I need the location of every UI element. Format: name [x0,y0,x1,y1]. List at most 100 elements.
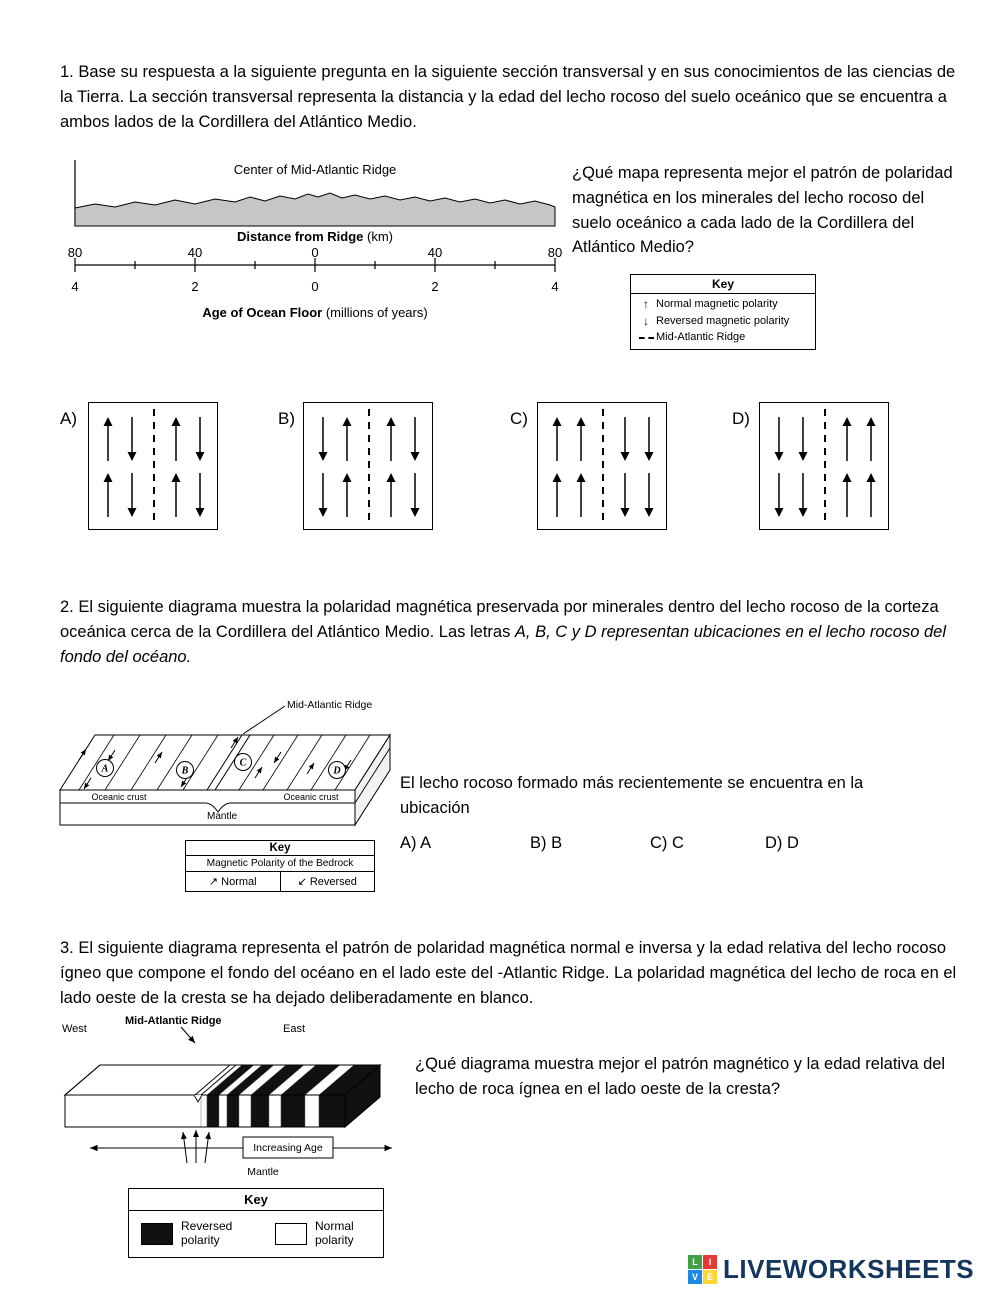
ridge-pointer-arrow [180,1026,196,1044]
rift-notch [193,1094,203,1103]
key-item-ridge: Mid-Atlantic Ridge [631,329,815,346]
rift-line-east [200,1064,237,1096]
west-label: West [62,1023,87,1035]
mantle-upwelling-arrows [180,1130,212,1164]
question-3-prompt: ¿Qué diagrama muestra mejor el patrón ma… [415,1055,946,1098]
block-outlines [63,1064,382,1128]
oceanic-crust-left-label: Oceanic crust [91,792,147,802]
age-axis-label: Age of Ocean Floor (millions of years) [202,305,427,320]
right-side-face [354,733,391,827]
logo-square-l: L [688,1255,702,1269]
normal-label: Normal [221,876,257,888]
age-axis-unit: (millions of years) [322,305,427,320]
location-letter-d: D [332,766,340,777]
rift-line-west [194,1064,231,1096]
age-tick: 2 [431,279,438,294]
logo-grid-icon: L I V E [688,1255,717,1284]
ridge-label: Mid-Atlantic Ridge [287,699,372,711]
logo-square-i: I [703,1255,717,1269]
location-letter-a: A [101,764,109,775]
location-letters: A B C D [96,753,346,779]
reversed-polarity-arrow-icon: ↙ [297,876,307,888]
side-crust-boundary [354,747,391,804]
distance-tick: 40 [428,245,442,260]
key-item-label: Normal magnetic polarity [656,298,778,310]
dashed-line-icon [636,330,656,344]
cross-section-title: Center of Mid-Atlantic Ridge [234,162,397,177]
block-diagram-q3: West Mid-Atlantic Ridge East Increasing … [62,1015,392,1178]
key-item-label: Mid-Atlantic Ridge [656,331,746,343]
logo-square-v: V [688,1270,702,1284]
q2-option-a[interactable]: A) A [400,834,432,852]
distance-tick: 40 [188,245,202,260]
question-2-text: 2. El siguiente diagrama muestra la pola… [60,595,965,669]
question-1-prompt: ¿Qué mapa representa mejor el patrón de … [572,164,953,257]
q2-option-d[interactable]: D) D [765,834,799,852]
q2-key-subtitle: Magnetic Polarity of the Bedrock [186,856,374,872]
distance-axis-unit: (km) [363,229,393,244]
normal-polarity-arrow-icon: ↗ [208,876,219,888]
reversed-label: Reversed [309,876,357,888]
option-b-label[interactable]: B) [278,409,295,428]
option-a-map[interactable] [88,402,218,530]
logo-text: LIVEWORKSHEETS [723,1254,975,1284]
option-a-label[interactable]: A) [60,409,77,428]
scale-axis [74,258,556,272]
normal-polarity-label: Normal polarity [315,1219,354,1247]
oceanic-crust-right-label: Oceanic crust [283,792,339,802]
mantle-label: Mantle [207,811,237,822]
crust-mantle-boundary [60,802,355,813]
increasing-age-box [242,1136,334,1159]
cross-section-diagram: Center of Mid-Atlantic Ridge Distance fr… [68,160,562,320]
normal-polarity-swatch [275,1222,307,1245]
option-c-map[interactable] [537,402,667,530]
q2-option-b[interactable]: B) B [530,834,563,852]
age-tick: 0 [311,279,318,294]
distance-tick: 80 [548,245,562,260]
age-tick: 4 [551,279,558,294]
age-axis-label-bold: Age of Ocean Floor [202,305,322,320]
option-d-label[interactable]: D) [732,409,750,428]
q1-key-box: Key ↑ Normal magnetic polarity ↓ Reverse… [630,274,816,350]
q2-key-title: Key [186,841,374,856]
age-tick: 4 [71,279,78,294]
seafloor-profile [74,192,556,227]
q2-option-c[interactable]: C) C [650,834,684,852]
mantle-label: Mantle [247,1166,279,1178]
liveworksheets-logo: L I V E LIVEWORKSHEETS [688,1254,974,1285]
key-item-label: Reversed magnetic polarity [656,314,790,327]
q3-key-title: Key [129,1189,383,1211]
up-arrow-icon: ↑ [643,297,649,312]
ridge-leader-line [242,705,286,735]
logo-square-e: E [703,1270,717,1284]
option-b-map[interactable] [303,402,433,530]
distance-axis-label-bold: Distance from Ridge [237,229,363,244]
reversed-polarity-label: Reversed polarity [181,1219,233,1247]
question-2-text-normal: 2. El siguiente diagrama muestra la pola… [60,598,939,641]
reversed-polarity-swatch [141,1222,173,1245]
option-d-map[interactable] [759,402,889,530]
key-reversed: ↙ Reversed [279,872,375,891]
key-item-normal: ↑ Normal magnetic polarity [631,296,815,313]
polarity-stripe-lines [78,734,371,791]
location-letter-c: C [240,758,247,769]
q1-key-title: Key [631,275,815,294]
increasing-age-label: Increasing Age [253,1142,323,1154]
q2-key-box: Key Magnetic Polarity of the Bedrock ↗ N… [185,840,375,892]
question-2-prompt: El lecho rocoso formado más recientement… [400,774,864,817]
question-3-text: 3. El siguiente diagrama representa el p… [60,939,957,1007]
east-label: East [283,1023,305,1035]
question-1-text: 1. Base su respuesta a la siguiente preg… [60,63,956,131]
distance-tick: 0 [311,245,318,260]
down-arrow-icon: ↓ [643,313,649,328]
distance-axis-label: Distance from Ridge (km) [237,229,393,244]
key-item-reversed: ↓ Reversed magnetic polarity [631,313,815,330]
question-2-text-italic: A, B, C y D representan ubicaciones en e… [60,622,946,666]
option-c-label[interactable]: C) [510,409,528,428]
distance-tick: 80 [68,245,82,260]
ridge-label: Mid-Atlantic Ridge [125,1015,222,1027]
location-letter-b: B [181,766,189,777]
key-normal-polarity: Normal polarity [275,1219,387,1248]
key-reversed-polarity: Reversed polarity [141,1219,253,1248]
